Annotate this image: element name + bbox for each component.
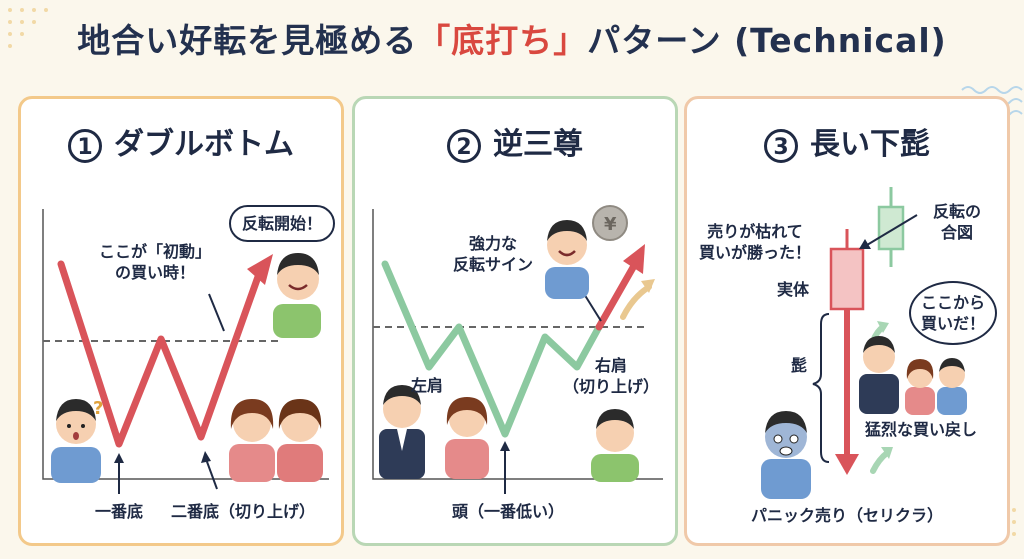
panel-number-badge: 3 <box>764 128 798 163</box>
businessman-illustration <box>379 385 425 479</box>
panic-selling-label: パニック売り（セリクラ） <box>750 506 943 525</box>
strong-signal-label: 強力な反転サイン <box>452 234 533 274</box>
double-bottom-panel: 1 ダブルボトム ? <box>18 96 344 546</box>
panel-title: 2 逆三尊 <box>355 119 675 163</box>
panel-title-text: 逆三尊 <box>493 127 583 162</box>
reversal-signal-label: 反転の合図 <box>932 202 981 242</box>
page-title: 地合い好転を見極める「底打ち」パターン (Technical) <box>0 14 1024 62</box>
inverse-head-shoulders-panel: 2 逆三尊 ¥ <box>352 96 678 546</box>
panel-title: 1 ダブルボトム <box>21 119 341 163</box>
woman-illustration <box>445 397 489 479</box>
happy-man-illustration <box>273 253 321 338</box>
yen-coin-icon <box>592 205 628 241</box>
panel-title-text: ダブルボトム <box>114 127 294 162</box>
title-suffix: パターン (Technical) <box>587 21 947 60</box>
buyers-win-label: 売りが枯れて買いが勝った！ <box>698 222 811 262</box>
panel-title: 3 長い下髭 <box>687 119 1007 163</box>
question-mark-icon: ? <box>93 398 103 419</box>
excited-man-illustration <box>545 220 589 299</box>
right-shoulder-label: 右肩（切り上げ） <box>562 356 659 396</box>
women-illustration <box>229 399 323 482</box>
wick-label: 髭 <box>791 356 808 375</box>
panicking-man-illustration <box>761 411 811 499</box>
first-bottom-label: 一番底 <box>94 502 143 521</box>
title-highlight: 「底打ち」 <box>417 21 588 60</box>
second-bottom-label: 二番底（切り上げ） <box>171 502 316 521</box>
double-bottom-chart: ? <box>42 209 329 494</box>
head-label: 頭（一番低い） <box>451 502 564 521</box>
buy-timing-callout: ここが「初動」の買い時！ <box>98 242 211 282</box>
reversal-start-bubble: 反転開始！ <box>229 205 335 242</box>
panel-number-badge: 1 <box>68 128 102 163</box>
panel-number-badge: 2 <box>447 128 481 163</box>
long-wick-candlestick <box>761 187 967 499</box>
title-main: 地合い好転を見極める <box>77 21 418 60</box>
long-lower-wick-panel: 3 長い下髭 <box>684 96 1010 546</box>
panel-title-text: 長い下髭 <box>810 127 930 162</box>
short-covering-label: 猛烈な買い戻し <box>865 420 978 439</box>
confused-man-illustration <box>51 399 101 483</box>
candle-body-label: 実体 <box>777 280 810 299</box>
pointing-boy-illustration <box>591 409 639 482</box>
buy-now-bubble: ここから買いだ！ <box>909 281 997 345</box>
inverse-head-shoulders-chart: ¥ <box>372 205 663 494</box>
left-shoulder-label: 左肩 <box>411 376 444 395</box>
dot-pattern-decoration <box>8 8 48 48</box>
cheering-crowd-illustration <box>859 336 967 415</box>
yen-coin-symbol: ¥ <box>604 214 617 235</box>
